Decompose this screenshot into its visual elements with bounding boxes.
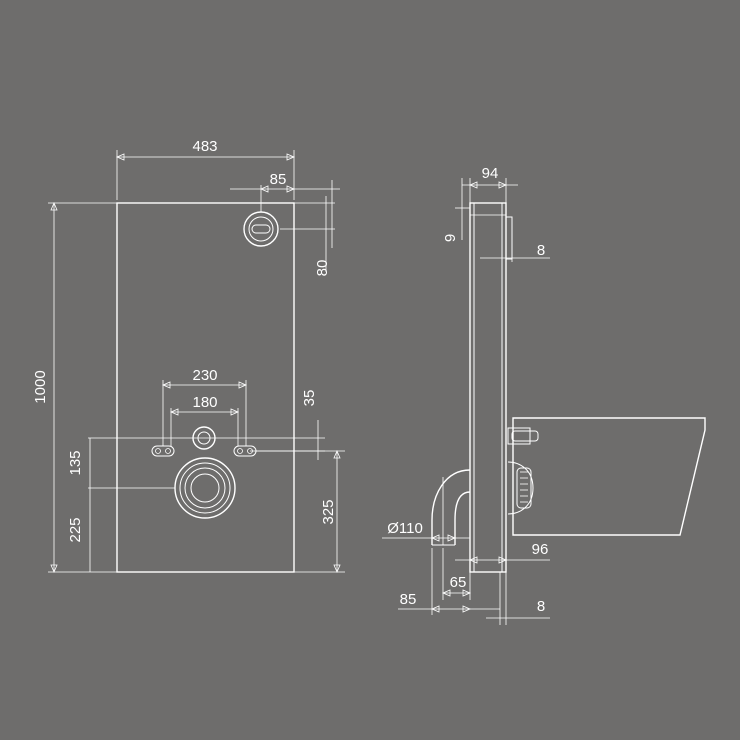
side-panel (469, 202, 507, 573)
dim-bend-projection: 85 (398, 548, 500, 615)
dim-bottom-thickness-label: 8 (537, 598, 545, 615)
dim-width-label: 483 (192, 138, 217, 155)
dim-fixing-height-label: 325 (320, 499, 337, 524)
dim-outlet-height: 225 (67, 488, 91, 572)
dim-plate-thickness: 8 (480, 242, 550, 262)
drain-outlet (174, 457, 236, 519)
dim-fixing-outer-label: 230 (192, 367, 217, 384)
drain-bend (431, 469, 471, 546)
dim-height-label: 1000 (32, 370, 49, 403)
dim-fixing-outer: 230 (161, 367, 248, 446)
dim-depth: 94 (462, 165, 518, 203)
dim-fixing-inner-label: 180 (192, 394, 217, 411)
fixing-bolt-left (151, 445, 175, 457)
front-panel (116, 202, 295, 573)
dim-flush-drop: 80 (280, 196, 335, 276)
dim-fixing-inner: 180 (169, 394, 240, 446)
front-view: 483 85 80 1000 (32, 138, 345, 574)
dim-pipe-diameter: Ø110 (382, 520, 470, 542)
dim-outlet-to-fixing-label: 135 (67, 450, 84, 475)
dim-fixing-drop-label: 35 (301, 390, 318, 407)
flush-button (243, 211, 279, 247)
side-view: 94 9 8 Ø110 96 (382, 165, 706, 625)
dim-depth-label: 94 (482, 165, 499, 182)
dim-top-offset-label: 9 (442, 234, 459, 242)
dim-pan-offset: 96 (455, 540, 550, 568)
dim-plate-thickness-label: 8 (537, 242, 545, 259)
dim-top-offset: 9 (442, 178, 470, 242)
dim-bend-projection-label: 85 (400, 591, 417, 608)
dim-pipe-diameter-label: Ø110 (387, 520, 423, 537)
dim-flush-drop-label: 80 (314, 260, 331, 277)
dim-flush-offset: 85 (230, 171, 340, 248)
dim-outlet-to-fixing: 135 (67, 438, 175, 489)
dim-height: 1000 (32, 201, 117, 574)
dim-bend-offset: 65 (441, 548, 472, 600)
dim-pan-offset-label: 96 (532, 541, 549, 558)
dim-fixing-height: 325 (256, 449, 345, 574)
dim-width: 483 (115, 138, 296, 200)
dim-bend-offset-label: 65 (450, 574, 467, 591)
dim-outlet-height-label: 225 (67, 517, 84, 542)
wc-pan (507, 417, 706, 536)
dim-bottom-thickness: 8 (486, 572, 550, 625)
dim-flush-offset-label: 85 (270, 171, 287, 188)
